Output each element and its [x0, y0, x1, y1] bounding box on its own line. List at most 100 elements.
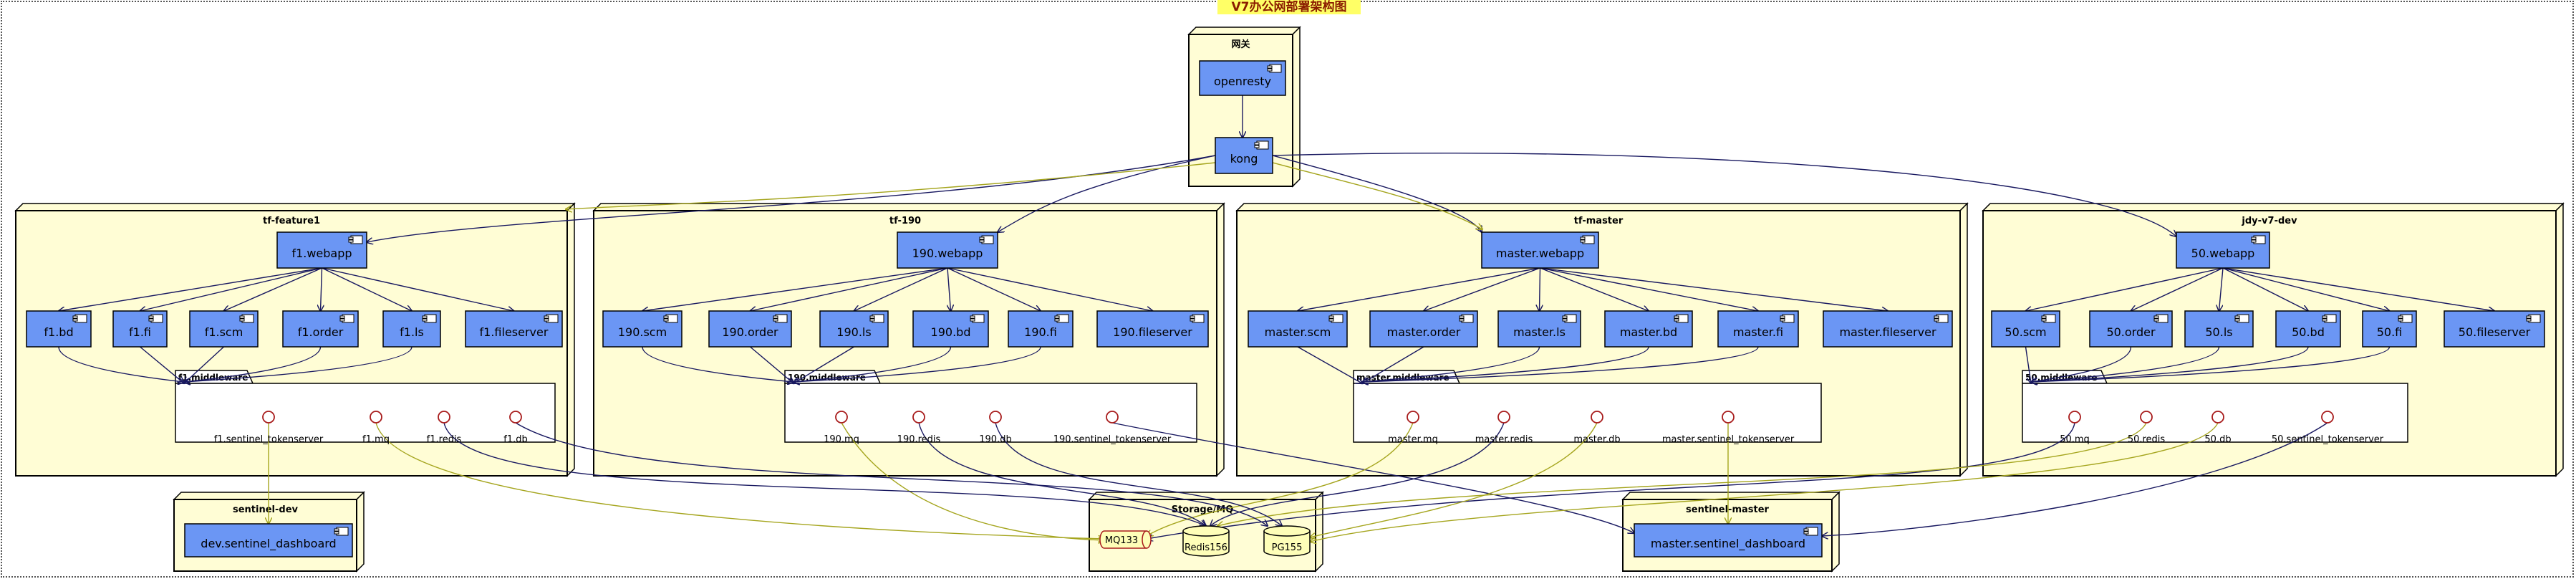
interface-label: 50.mq: [2060, 434, 2090, 445]
component-icon-tab: [1934, 318, 1939, 322]
component-icon-tab: [1562, 315, 1568, 319]
node-side-face: [356, 491, 365, 573]
service-component-scm: 50.scm: [1991, 310, 2060, 348]
component-icon-tab: [148, 318, 154, 322]
component-icon-tab: [869, 315, 875, 319]
service-component-fi: master.fi: [1717, 310, 1799, 348]
interface-circle: [2321, 411, 2334, 424]
component-icon-tab: [1934, 315, 1939, 319]
component-icon: [979, 235, 994, 244]
component-label: f1.webapp: [291, 247, 352, 260]
component-icon-tab: [239, 318, 245, 322]
edge-webapp-order: [1424, 267, 1540, 311]
edge-kong-f1-node: [566, 162, 1216, 209]
edge-kong-master-webapp: [1272, 155, 1482, 232]
component-box: [1481, 231, 1599, 269]
component-icon-tab: [1580, 236, 1586, 240]
component-icon-tab: [239, 315, 245, 319]
component-label: master.fileserver: [1839, 325, 1936, 339]
edge-webapp-fi: [2222, 267, 2390, 311]
service-component-ls: f1.ls: [382, 310, 441, 348]
node-side-face: [1216, 202, 1225, 477]
interface-label: f1.mq: [362, 434, 390, 445]
openresty-component: openresty: [1199, 60, 1286, 96]
node-title: Storage/MQ: [1172, 504, 1234, 515]
component-label: 190.ls: [836, 325, 871, 339]
component-icon-tab: [544, 318, 549, 322]
component-icon: [339, 314, 354, 323]
interface-mq: 190.mq: [824, 411, 859, 445]
interface-redis: 50.redis: [2128, 411, 2165, 445]
component-icon-tab: [348, 239, 354, 243]
component-icon-tab: [2322, 318, 2327, 322]
interface-redis: f1.redis: [427, 411, 462, 445]
edge-scm-middleware: [1297, 346, 1362, 383]
component-label: kong: [1230, 152, 1258, 166]
edge-ls-middleware: [793, 346, 854, 383]
component-label: 190.order: [722, 325, 778, 339]
edge-webapp-bd: [2222, 267, 2308, 311]
component-label: 190.webapp: [912, 247, 983, 260]
edge-webapp-ls: [322, 267, 413, 311]
package-body: [1353, 383, 1822, 443]
edge-f1-mq: [375, 422, 1104, 539]
component-icon-tab: [1254, 142, 1260, 145]
interface-label: 190.db: [979, 434, 1011, 445]
database-cylinder-body: [1182, 531, 1230, 557]
component-icon-tab: [1562, 318, 1568, 322]
component-label: master.bd: [1620, 325, 1677, 339]
component-icon: [1562, 314, 1577, 323]
component-icon: [869, 314, 884, 323]
service-component-fileserver: f1.fileserver: [465, 310, 563, 348]
interface-label: f1.sentinel_tokenserver: [214, 434, 324, 445]
edge-order-middleware: [750, 346, 794, 383]
edge-webapp-order: [751, 267, 948, 311]
edge-kong-master-node: [1272, 162, 1482, 229]
component-icon: [773, 314, 788, 323]
component-icon-tab: [2526, 318, 2532, 322]
component-icon: [1934, 314, 1949, 323]
edge-fi-middleware: [2031, 346, 2391, 382]
node-top-face: [14, 203, 576, 211]
edge-50-sentinel-master: [1822, 422, 2328, 536]
interface-circle: [2068, 411, 2081, 424]
component-icon-tab: [2041, 315, 2047, 319]
component-icon-tab: [1267, 65, 1273, 69]
component-icon-tab: [2153, 318, 2159, 322]
interface-label: 50.db: [2204, 434, 2231, 445]
package-title: f1.middleware: [178, 373, 248, 383]
mq-label: MQ133: [1105, 535, 1138, 546]
component-icon-tab: [1780, 318, 1785, 322]
component-icon-tab: [2398, 315, 2403, 319]
component-label: dev.sentinel_dashboard: [201, 537, 336, 551]
service-component-fileserver: master.fileserver: [1823, 310, 1953, 348]
database-cylinder-top: [1182, 525, 1230, 537]
service-component-bd: 50.bd: [2275, 310, 2341, 348]
component-label: 50.fileserver: [2459, 325, 2531, 339]
edge-webapp-scm: [1298, 267, 1540, 311]
component-icon-tab: [663, 315, 669, 319]
service-component-ls: master.ls: [1497, 310, 1581, 348]
component-box: [1634, 523, 1823, 558]
edge-fi-middleware: [793, 346, 1041, 382]
component-icon-tab: [339, 318, 345, 322]
redis-database-label: Redis156: [1185, 542, 1227, 553]
component-icon-tab: [1190, 315, 1195, 319]
interface-label: 190.mq: [824, 434, 859, 445]
component-icon-tab: [1580, 239, 1586, 243]
interface-circle: [1407, 411, 1419, 424]
service-component-fi: f1.fi: [112, 310, 168, 348]
interface-circle: [1497, 411, 1510, 424]
edge-fi-middleware: [1362, 346, 1759, 382]
component-icon-tab: [773, 315, 778, 319]
interface-label: 50.sentinel_tokenserver: [2272, 434, 2384, 445]
edge-50-pg: [1310, 422, 2219, 542]
service-component-bd: f1.bd: [26, 310, 92, 348]
edge-50-mq: [1147, 422, 2075, 539]
edge-50-redis: [1217, 422, 2147, 526]
component-icon-tab: [2398, 318, 2403, 322]
component-label: 50.order: [2106, 325, 2156, 339]
webapp-component-master: master.webapp: [1481, 231, 1599, 269]
edge-webapp-fi: [140, 267, 322, 311]
component-icon: [2251, 235, 2266, 244]
